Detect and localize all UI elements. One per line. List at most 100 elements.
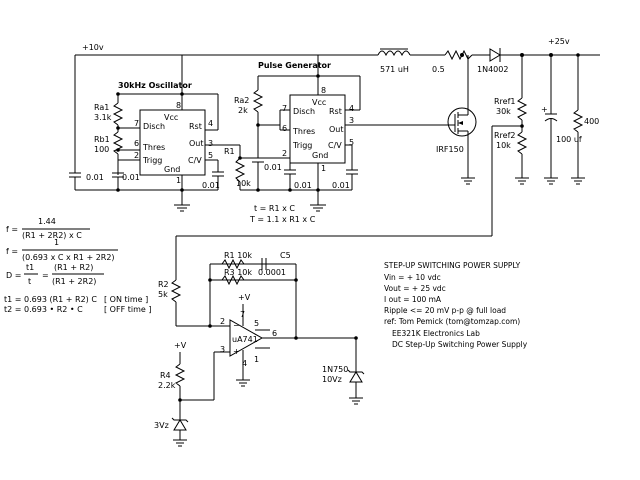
pin-num: 7	[134, 119, 139, 128]
spec-vout: Vout = + 25 vdc	[384, 284, 446, 293]
r4-plusv: +V	[174, 341, 187, 350]
t2-note: [ OFF time ]	[104, 305, 151, 314]
opamp-uA741: − + uA741 2 3 7 4 5 6 1 +V R1 10k C5 R3 …	[154, 236, 365, 447]
pin-num: 2	[282, 149, 287, 158]
pin-num: 6	[272, 329, 277, 338]
pin-gnd: Gnd	[312, 151, 328, 160]
ra2-value: 2k	[238, 106, 248, 115]
c5-label: C5	[280, 251, 291, 260]
pin-num: 6	[282, 124, 287, 133]
ra1-label: Ra1	[94, 103, 109, 112]
pin-disch: Disch	[293, 107, 315, 116]
pin-num: 8	[176, 101, 181, 110]
spec-vin: Vin = + 10 vdc	[384, 273, 441, 282]
ra2-label: Ra2	[234, 96, 249, 105]
pin-num: 5	[208, 151, 213, 160]
r2-value: 5k	[158, 290, 168, 299]
d-eq: =	[42, 271, 49, 280]
big-t-equation: T = 1.1 x R1 x C	[249, 215, 316, 224]
d-num2: (R1 + R2)	[54, 263, 93, 272]
pin-num: 6	[134, 139, 139, 148]
cap-c3-value: 0.01	[202, 181, 220, 190]
d-lhs: D =	[6, 271, 21, 280]
pin-num: 1	[321, 164, 326, 173]
t2-equation: t2 = 0.693 • R2 • C	[4, 305, 83, 314]
rail-plus10-label: +10v	[82, 43, 104, 52]
rb1-value: 100	[94, 145, 109, 154]
d-num1: t1	[26, 263, 34, 272]
pin-num: 1	[176, 176, 181, 185]
spec-lab: EE321K Electronics Lab	[392, 329, 480, 338]
opamp-name: uA741	[232, 335, 258, 344]
r3-fb-label: R3 10k	[224, 268, 252, 277]
cap-plus: +	[541, 105, 548, 114]
rload-value: 400	[584, 117, 599, 126]
mosfet-irf150: IRF150	[436, 55, 477, 185]
pin-trigg: Trigg	[142, 156, 162, 165]
t1-equation: t1 = 0.693 (R1 + R2) C	[4, 295, 97, 304]
f1-num: 1.44	[38, 217, 56, 226]
pin-num: 3	[349, 116, 354, 125]
pin-num: 3	[220, 345, 225, 354]
rb1-label: Rb1	[94, 135, 110, 144]
inductor-label: 571 uH	[380, 65, 409, 74]
zener-3v-label: 3Vz	[154, 421, 169, 430]
diode-1n4002: 1N4002	[477, 48, 508, 74]
f2-lhs: f =	[6, 247, 18, 256]
resistor-0p5-label: 0.5	[432, 65, 445, 74]
pin-vcc: Vcc	[312, 98, 326, 107]
t-equation: t = R1 x C	[254, 204, 295, 213]
cap-pb-value: 0.01	[294, 181, 312, 190]
r1-label: R1	[224, 147, 235, 156]
diode-label: 1N4002	[477, 65, 508, 74]
formula-block: f = 1.44 (R1 + 2R2) x C f = 1 (0.693 x C…	[4, 217, 151, 314]
f1-lhs: f =	[6, 225, 18, 234]
pulse-title: Pulse Generator	[258, 61, 331, 70]
rref1-value: 30k	[496, 107, 511, 116]
pin-rst: Rst	[329, 107, 342, 116]
opamp-minus: −	[233, 321, 240, 330]
inductor-571uh: 571 uH	[377, 48, 411, 74]
f2-den: (0.693 x C x R1 + 2R2)	[22, 253, 115, 262]
resistor-0p5: 0.5	[432, 49, 473, 74]
pin-rst: Rst	[189, 122, 202, 131]
spec-notes: STEP-UP SWITCHING POWER SUPPLY Vin = + 1…	[384, 261, 528, 349]
cap-pc-value: 0.01	[332, 181, 350, 190]
pin-num: 5	[254, 319, 259, 328]
rref2-value: 10k	[496, 141, 511, 150]
r4-label: R4	[160, 371, 171, 380]
timing-equations: t = R1 x C T = 1.1 x R1 x C	[249, 204, 316, 224]
zener-1n750-label: 1N750	[322, 365, 348, 374]
ra1-value: 3.1k	[94, 113, 112, 122]
pin-num: 7	[282, 104, 287, 113]
r2-label: R2	[158, 280, 169, 289]
r1-value: 10k	[236, 179, 251, 188]
d-den2: (R1 + 2R2)	[52, 277, 96, 286]
r4-value: 2.2k	[158, 381, 176, 390]
cap-c2-value: 0.01	[122, 173, 140, 182]
cap-pa-value: 0.01	[264, 163, 282, 172]
rail-plus25-label: +25v	[548, 37, 570, 46]
f2-num: 1	[54, 238, 59, 247]
spec-iout: I out = 100 mA	[384, 295, 442, 304]
d-den1: t	[28, 277, 31, 286]
pin-num: 5	[349, 138, 354, 147]
pin-gnd: Gnd	[164, 165, 180, 174]
zener-1n750-value: 10Vz	[322, 375, 342, 384]
pin-out: Out	[189, 139, 204, 148]
pin-trigg: Trigg	[292, 141, 312, 150]
pin-cv: C/V	[188, 156, 202, 165]
spec-title: STEP-UP SWITCHING POWER SUPPLY	[384, 261, 521, 270]
t1-note: [ ON time ]	[104, 295, 148, 304]
pulse-generator-555: Pulse Generator Vcc Disch Rst Thres Out …	[234, 55, 448, 212]
pin-num: 3	[208, 139, 213, 148]
junction	[460, 53, 464, 57]
pin-disch: Disch	[143, 122, 165, 131]
pin-thres: Thres	[142, 143, 165, 152]
opamp-plus: +	[233, 347, 240, 356]
pin-num: 4	[242, 359, 247, 368]
rref2-label: Rref2	[494, 131, 516, 140]
spec-desc: DC Step-Up Switching Power Supply	[392, 340, 528, 349]
mosfet-label: IRF150	[436, 145, 464, 154]
